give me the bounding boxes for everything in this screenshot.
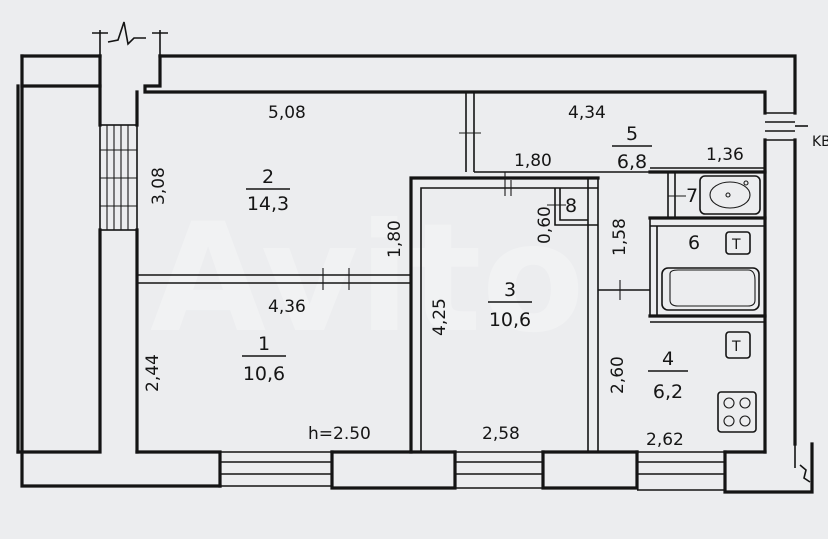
dim-258: 2,58	[482, 424, 520, 444]
room-5-number: 5	[626, 123, 638, 145]
fixtures: T T	[661, 175, 761, 433]
room-2-area: 14,3	[247, 193, 289, 215]
toilet-label: T	[731, 237, 741, 253]
edge-label: KB	[812, 134, 828, 150]
ceiling-height: h=2.50	[308, 424, 371, 444]
dim-436: 4,36	[268, 297, 306, 317]
room-3-area: 10,6	[489, 309, 531, 331]
dim-308: 3,08	[149, 167, 169, 205]
door-marks	[322, 132, 686, 300]
room-2-number: 2	[262, 166, 274, 188]
room-1-number: 1	[258, 333, 270, 355]
dim-425: 4,25	[430, 298, 450, 336]
room-1-label: 1 10,6	[242, 333, 286, 385]
dim-434: 4,34	[568, 103, 606, 123]
room-5-area: 6,8	[617, 151, 647, 173]
dim-244: 2,44	[143, 354, 163, 392]
room-3-number: 3	[504, 279, 516, 301]
dim-158: 1,58	[610, 218, 630, 256]
room-4-area: 6,2	[653, 381, 683, 403]
dim-060: 0,60	[535, 206, 555, 244]
dim-508: 5,08	[268, 103, 306, 123]
outer-walls	[16, 54, 814, 494]
vent-right: KB	[765, 112, 828, 150]
heater-label: T	[731, 339, 741, 355]
interior-walls	[137, 92, 767, 454]
dim-180-top: 1,80	[514, 151, 552, 171]
room-2-label: 2 14,3	[246, 166, 290, 215]
room-4-label: 4 6,2	[648, 348, 688, 403]
room-6-number: 6	[688, 232, 700, 254]
room-8-number: 8	[565, 195, 577, 217]
staircase	[99, 124, 138, 231]
pipe-break	[92, 21, 813, 483]
dim-260: 2,60	[608, 356, 628, 394]
watermark: Avito	[150, 192, 585, 366]
room-4-number: 4	[662, 348, 674, 370]
room-1-area: 10,6	[243, 363, 285, 385]
dim-262: 2,62	[646, 430, 684, 450]
dim-180-vertical: 1,80	[385, 220, 405, 258]
dimension-labels: 5,08 4,34 1,80 1,36 4,36 h=2.50 2,58 2,6…	[143, 103, 744, 450]
room-5-label: 5 6,8	[612, 123, 652, 173]
room-3-label: 3 10,6	[488, 279, 532, 331]
room-7-number: 7	[686, 185, 698, 207]
dim-136: 1,36	[706, 145, 744, 165]
